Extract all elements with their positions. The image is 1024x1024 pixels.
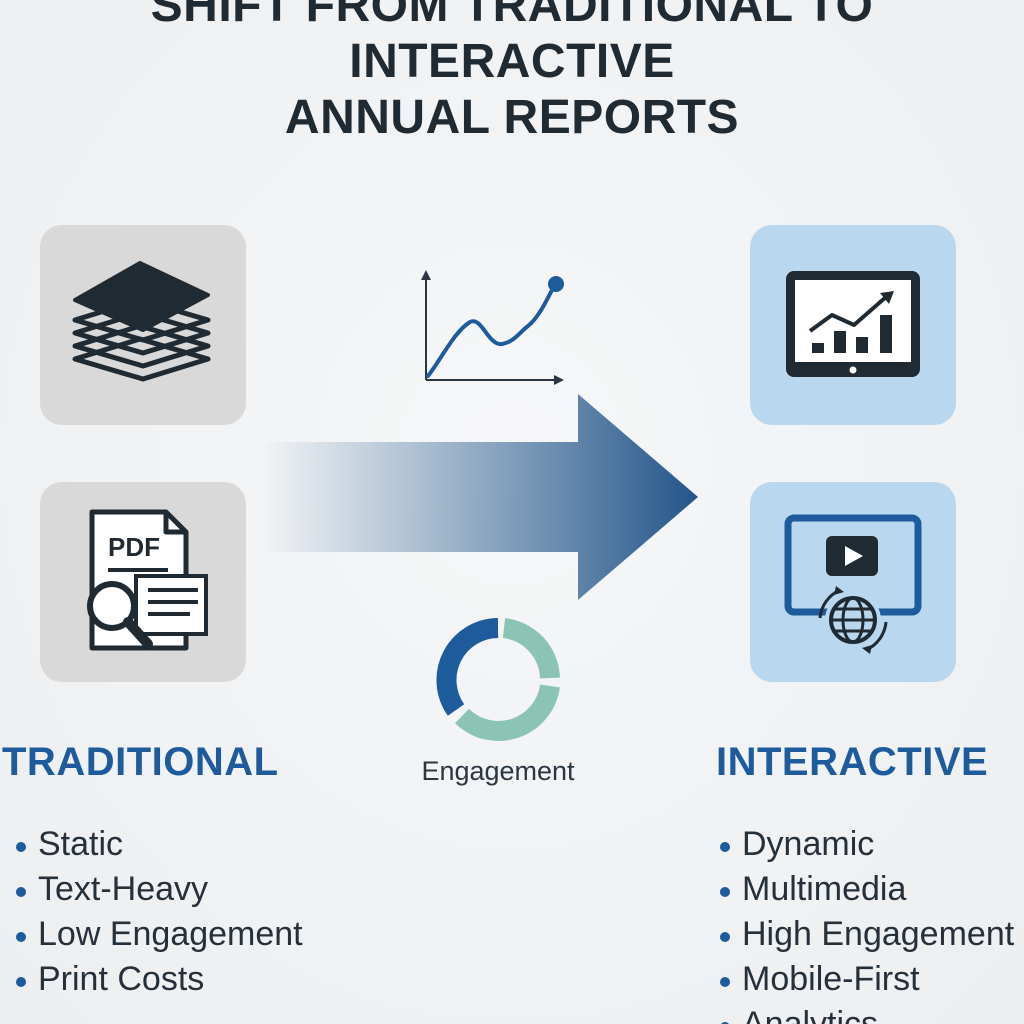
transition-arrow <box>262 394 698 600</box>
list-item: Static <box>12 822 303 867</box>
interactive-tablet-tile <box>750 225 956 425</box>
page-title: SHIFT FROM TRADITIONAL TO INTERACTIVE AN… <box>0 0 1024 146</box>
list-item: Dynamic <box>716 822 1014 867</box>
pdf-label: PDF <box>108 532 160 562</box>
tablet-chart-icon <box>786 271 920 377</box>
list-item: Multimedia <box>716 867 1014 912</box>
list-item: High Engagement <box>716 912 1014 957</box>
stacked-papers-icon <box>72 261 211 382</box>
donut-chart-icon <box>436 618 560 741</box>
line-chart-icon <box>421 270 564 385</box>
traditional-heading: TRADITIONAL <box>2 740 279 784</box>
list-item: Text-Heavy <box>12 867 303 912</box>
list-item: Low Engagement <box>12 912 303 957</box>
list-item: Analytics <box>716 1002 1014 1024</box>
traditional-pdf-tile: PDF <box>40 482 246 682</box>
list-item: Mobile-First <box>716 957 1014 1002</box>
traditional-stack-tile <box>40 225 246 425</box>
engagement-label: Engagement <box>421 756 575 786</box>
title-line-1: SHIFT FROM TRADITIONAL TO <box>150 0 874 32</box>
list-item: Print Costs <box>12 957 303 1002</box>
interactive-video-tile <box>750 482 956 682</box>
title-line-2: INTERACTIVE <box>349 35 675 88</box>
title-line-3: ANNUAL REPORTS <box>284 91 740 144</box>
interactive-list: Dynamic Multimedia High Engagement Mobil… <box>716 822 1014 1024</box>
traditional-list: Static Text-Heavy Low Engagement Print C… <box>12 822 303 1002</box>
interactive-heading: INTERACTIVE <box>716 740 989 784</box>
pdf-document-search-icon: PDF <box>87 509 208 651</box>
video-globe-icon <box>784 514 922 654</box>
